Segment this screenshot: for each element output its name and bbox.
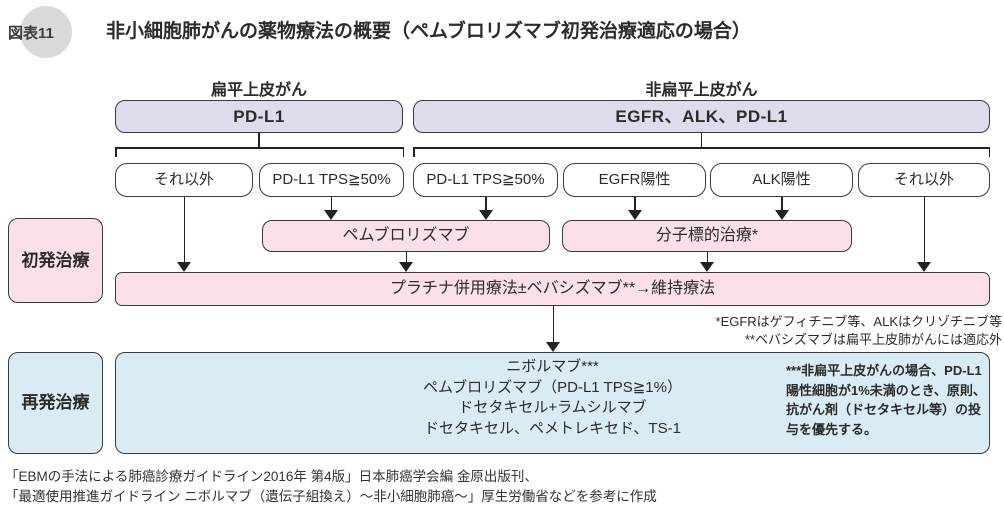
relapse-option-nivolumab: ニボルマブ*** bbox=[506, 358, 599, 375]
therapy-band-platinum: プラチナ併用療法±ベバシズマブ**→維持療法 bbox=[115, 272, 990, 306]
relapse-therapy-box bbox=[115, 352, 990, 454]
bracket-left bbox=[115, 147, 404, 149]
relapse-option-pembrolizumab: ペムブロリズマブ（PD-L1 TPS≧1%） bbox=[423, 378, 682, 396]
biomarker-box-egfr-alk-pdl1: EGFR、ALK、PD-L1 bbox=[413, 100, 990, 133]
relapse-option-docetaxel-ramucirumab: ドセタキセル+ラムシルマブ bbox=[458, 399, 647, 416]
therapy-box-pembrolizumab: ペムブロリズマブ bbox=[262, 220, 550, 252]
branch-box-other-left: それ以外 bbox=[115, 163, 253, 197]
arrow-line-molecular-targeted bbox=[706, 252, 708, 263]
column-heading-squamous: 扁平上皮がん bbox=[210, 82, 307, 99]
connector-stub-left bbox=[258, 133, 260, 147]
arrowhead-pembrolizumab bbox=[399, 262, 413, 272]
bracket-right-tick-end bbox=[988, 147, 990, 157]
footnote-egfr-alk: *EGFRはゲフィチニブ等、ALKはクリゾチニブ等 bbox=[715, 314, 1002, 329]
arrowhead-alk bbox=[774, 210, 789, 220]
arrow-line-tps50-right bbox=[485, 197, 487, 211]
arrowhead-tps50-left bbox=[324, 210, 338, 220]
column-heading-nonsquamous: 非扁平上皮がん bbox=[645, 82, 758, 99]
connector-stub-right bbox=[700, 133, 702, 147]
arrow-line-to-relapse bbox=[552, 306, 554, 343]
branch-box-egfr-positive: EGFR陽性 bbox=[563, 163, 706, 197]
row-label-first-line: 初発治療 bbox=[8, 218, 103, 303]
bracket-left-tick-end bbox=[402, 147, 404, 157]
arrowhead-molecular-targeted bbox=[700, 262, 714, 272]
relapse-option-docetaxel-pemetrexed-ts1: ドセタキセル、ペメトレキセド、TS-1 bbox=[424, 419, 681, 437]
arrow-line-pembrolizumab bbox=[405, 252, 407, 263]
source-line-1: 「EBMの手法による肺癌診療ガイドライン2016年 第4版」日本肺癌学会編 金原… bbox=[5, 469, 538, 484]
footnotes-block: *EGFRはゲフィチニブ等、ALKはクリゾチニブ等 **ベバシズマブは扁平上皮肺… bbox=[440, 313, 1002, 349]
branch-box-pdl1-tps50-right: PD-L1 TPS≧50% bbox=[413, 163, 558, 197]
figure-badge-circle bbox=[20, 6, 72, 58]
row-label-relapse: 再発治療 bbox=[8, 352, 103, 454]
arrow-line-tps50-left bbox=[330, 197, 332, 211]
arrow-line-other-right bbox=[923, 197, 925, 263]
relapse-note: ***非扁平上皮がんの場合、PD-L1陽性細胞が1%未満のとき、原則、抗がん剤（… bbox=[786, 363, 986, 437]
footnote-bevacizumab: **ベバシズマブは扁平上皮肺がんには適応外 bbox=[744, 332, 1002, 347]
arrow-line-alk bbox=[781, 197, 783, 211]
biomarker-box-pdl1: PD-L1 bbox=[115, 100, 403, 133]
source-citations: 「EBMの手法による肺癌診療ガイドライン2016年 第4版」日本肺癌学会編 金原… bbox=[5, 467, 657, 507]
figure-badge-label: 図表11 bbox=[8, 25, 54, 42]
arrowhead-other-left bbox=[177, 262, 191, 272]
relapse-options-list: ニボルマブ*** ペムブロリズマブ（PD-L1 TPS≧1%） ドセタキセル+ラ… bbox=[115, 357, 990, 439]
bracket-right bbox=[413, 147, 990, 149]
bracket-left-tick-start bbox=[115, 147, 117, 157]
branch-box-other-right: それ以外 bbox=[858, 163, 990, 197]
arrowhead-tps50-right bbox=[478, 210, 493, 220]
branch-box-alk-positive: ALK陽性 bbox=[710, 163, 853, 197]
source-line-2: 「最適使用推進ガイドライン ニボルマブ（遺伝子組換え）～非小細胞肺癌～」厚生労働… bbox=[5, 489, 657, 504]
arrowhead-other-right bbox=[917, 262, 931, 272]
arrowhead-egfr bbox=[627, 210, 642, 220]
arrowhead-to-relapse bbox=[546, 342, 560, 352]
arrow-line-egfr bbox=[634, 197, 636, 211]
bracket-right-tick-start bbox=[413, 147, 415, 157]
therapy-box-molecular-targeted: 分子標的治療* bbox=[562, 220, 852, 252]
arrow-line-other-left bbox=[183, 197, 185, 263]
branch-box-pdl1-tps50-left: PD-L1 TPS≧50% bbox=[259, 163, 404, 197]
page-title: 非小細胞肺がんの薬物療法の概要（ペムブロリズマブ初発治療適応の場合） bbox=[106, 21, 751, 42]
